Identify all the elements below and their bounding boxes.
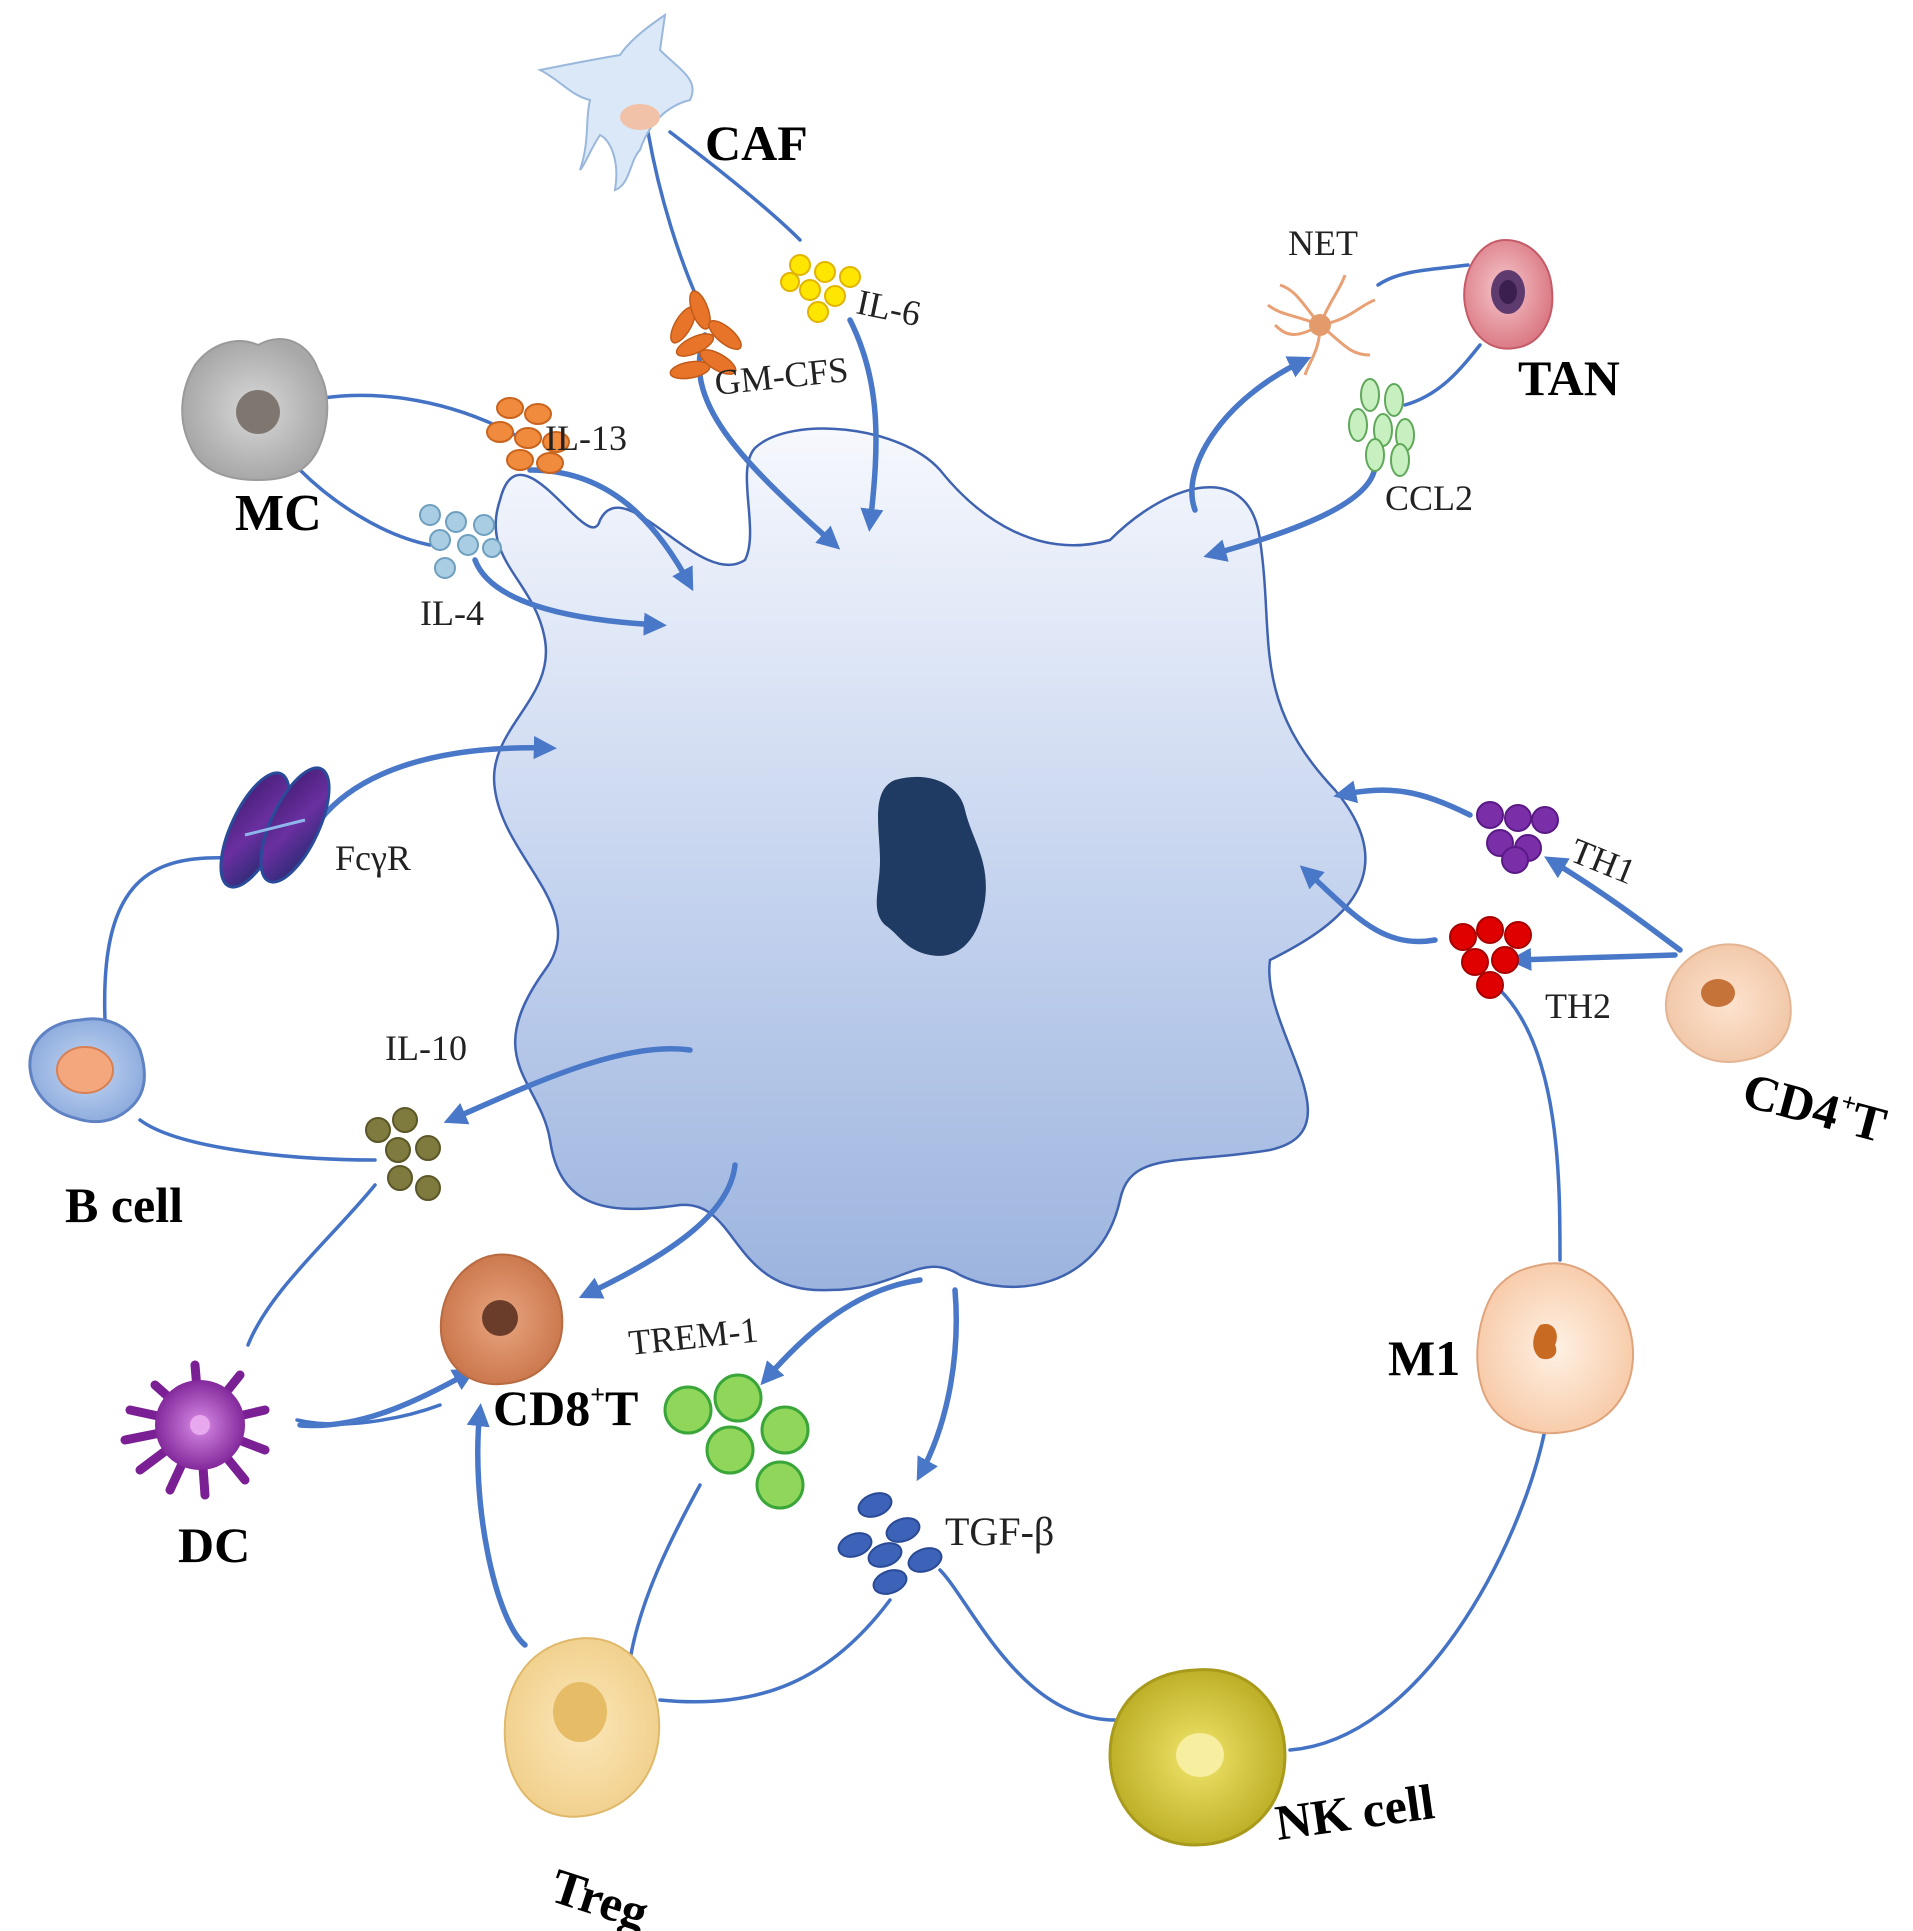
- trem1-molecules: [663, 1373, 810, 1510]
- il10-label: IL-10: [385, 1028, 467, 1068]
- ccl2-molecules: [1348, 378, 1415, 477]
- th2-label: TH2: [1545, 986, 1611, 1026]
- tan-cell: [1463, 238, 1554, 350]
- mc-label: MC: [235, 485, 322, 542]
- il6-molecules: [780, 254, 861, 323]
- gm-cfs-molecules: [669, 290, 742, 380]
- trem1-label: TREM-1: [627, 1310, 760, 1363]
- cd8-t-label: CD8+T: [493, 1380, 638, 1436]
- net-label: NET: [1288, 223, 1358, 263]
- dc-label: DC: [178, 1517, 250, 1573]
- th2-molecules: [1449, 916, 1532, 999]
- ccl2-label: CCL2: [1385, 478, 1473, 518]
- fcgr-receptor: [219, 766, 331, 889]
- caf-cell: [536, 12, 694, 192]
- th1-label: TH1: [1565, 830, 1641, 892]
- nk-cell: [1108, 1668, 1287, 1847]
- b-cell-label: B cell: [65, 1177, 183, 1233]
- mc-cell: [181, 338, 329, 482]
- net-core: [1309, 314, 1331, 336]
- tan-label: TAN: [1518, 350, 1620, 406]
- tgfb-molecules: [837, 1492, 943, 1595]
- m1-label: M1: [1388, 1330, 1460, 1386]
- il4-molecules: [419, 504, 502, 579]
- cd4-t-cell: [1665, 943, 1792, 1063]
- gm-cfs-label: GM-CFS: [713, 349, 851, 403]
- treg-cell: [503, 1637, 661, 1818]
- il10-molecules: [365, 1107, 441, 1201]
- il4-label: IL-4: [420, 593, 484, 633]
- b-cell: [28, 1017, 146, 1124]
- tgfb-label: TGF-β: [945, 1509, 1054, 1554]
- il6-label: IL-6: [853, 282, 924, 334]
- tumor-nucleus: [876, 776, 986, 956]
- caf-label: CAF: [705, 115, 808, 171]
- dc-cell: [120, 1360, 270, 1500]
- nk-cell-label: NK cell: [1272, 1773, 1438, 1851]
- signal-arrows: [297, 317, 1683, 1648]
- il13-molecules: [486, 397, 570, 474]
- cd4-t-label: CD4+T: [1737, 1062, 1892, 1154]
- fcgr-label: FcγR: [335, 838, 411, 878]
- th1-molecules: [1476, 801, 1559, 874]
- il13-label: IL-13: [545, 418, 627, 458]
- cd8-t-cell: [439, 1253, 564, 1386]
- connection-lines: [102, 130, 1562, 1752]
- treg-label: Treg: [545, 1857, 656, 1931]
- m1-cell: [1476, 1262, 1634, 1435]
